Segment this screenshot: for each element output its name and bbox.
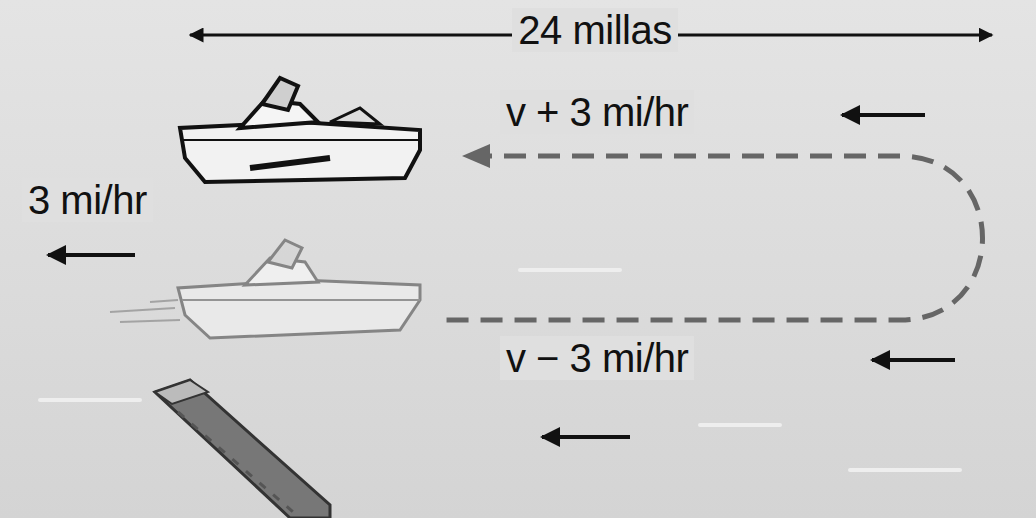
distance-label: 24 millas [512, 8, 677, 52]
boat-bottom [110, 240, 420, 338]
speed-label: v − 3 mi/hr [500, 336, 694, 380]
speed-label: v + 3 mi/hr [500, 90, 694, 134]
water-ripples [40, 270, 960, 470]
direction-arrows [48, 115, 955, 437]
boat-path [440, 156, 983, 320]
boat-top [180, 78, 420, 182]
dock-post [155, 380, 330, 518]
path-arrowhead [462, 144, 490, 168]
current-label: 3 mi/hr [22, 178, 153, 222]
